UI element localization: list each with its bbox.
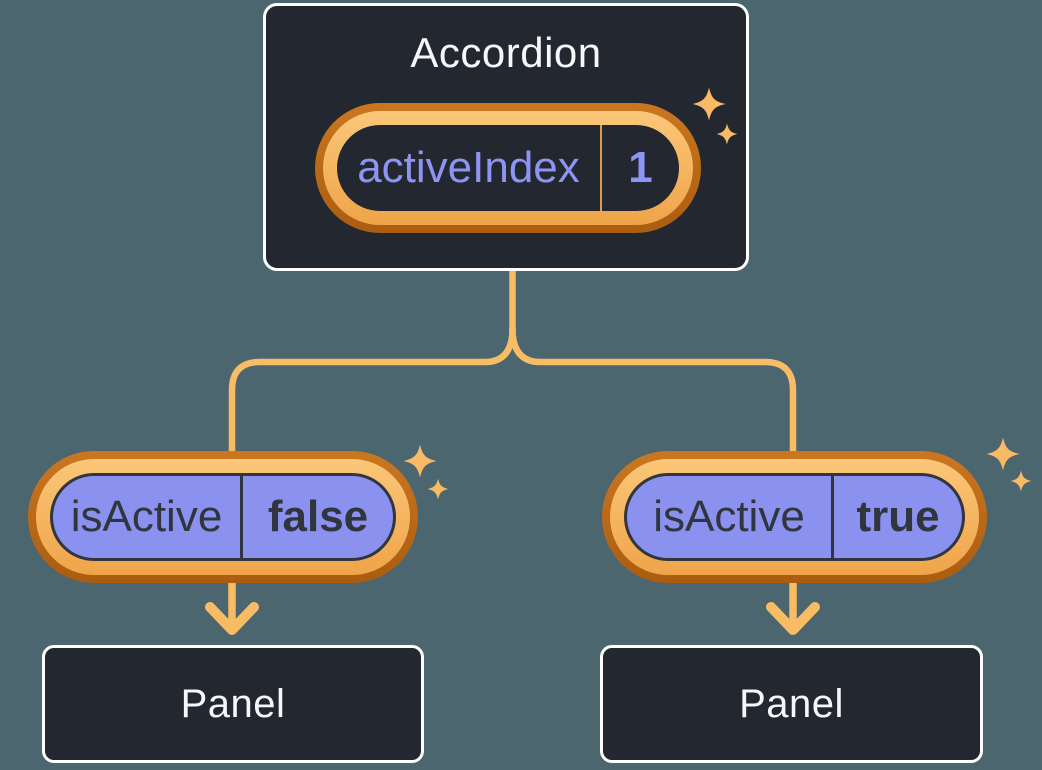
sparkle-icon <box>403 444 437 478</box>
prop-pill-left-value: false <box>267 492 369 541</box>
arrow-head-left <box>205 602 259 635</box>
prop-pill-isactive-left: isActive false <box>28 451 418 583</box>
state-pill-label: activeIndex <box>357 143 580 192</box>
state-pill-divider <box>600 125 602 211</box>
state-pill-value: 1 <box>628 143 653 192</box>
prop-pill-right-body: isActive true <box>624 473 965 561</box>
prop-pill-right-glow-ring: isActive true <box>610 459 979 575</box>
sparkle-icon <box>986 437 1020 471</box>
prop-pill-left-label: isActive <box>70 492 223 541</box>
prop-pill-left-glow-ring: isActive false <box>36 459 410 575</box>
panel-left-title: Panel <box>180 681 286 726</box>
arrow-head-right <box>766 602 820 635</box>
panel-component-box-left: Panel <box>42 645 424 763</box>
sparkle-icon <box>1010 470 1032 492</box>
panel-right-title: Panel <box>739 681 844 726</box>
prop-pill-right-divider <box>831 476 834 558</box>
state-pill-glow-ring: activeIndex 1 <box>323 111 693 225</box>
sparkle-icon <box>427 478 449 500</box>
prop-pill-isactive-right: isActive true <box>602 451 987 583</box>
prop-pill-right-label: isActive <box>653 492 805 541</box>
state-pill-activeindex: activeIndex 1 <box>315 103 701 233</box>
prop-pill-right-value: true <box>856 492 940 541</box>
prop-pill-left-body: isActive false <box>50 473 396 561</box>
panel-component-box-right: Panel <box>600 645 983 763</box>
accordion-title: Accordion <box>410 29 602 76</box>
state-pill-body: activeIndex 1 <box>337 125 679 211</box>
